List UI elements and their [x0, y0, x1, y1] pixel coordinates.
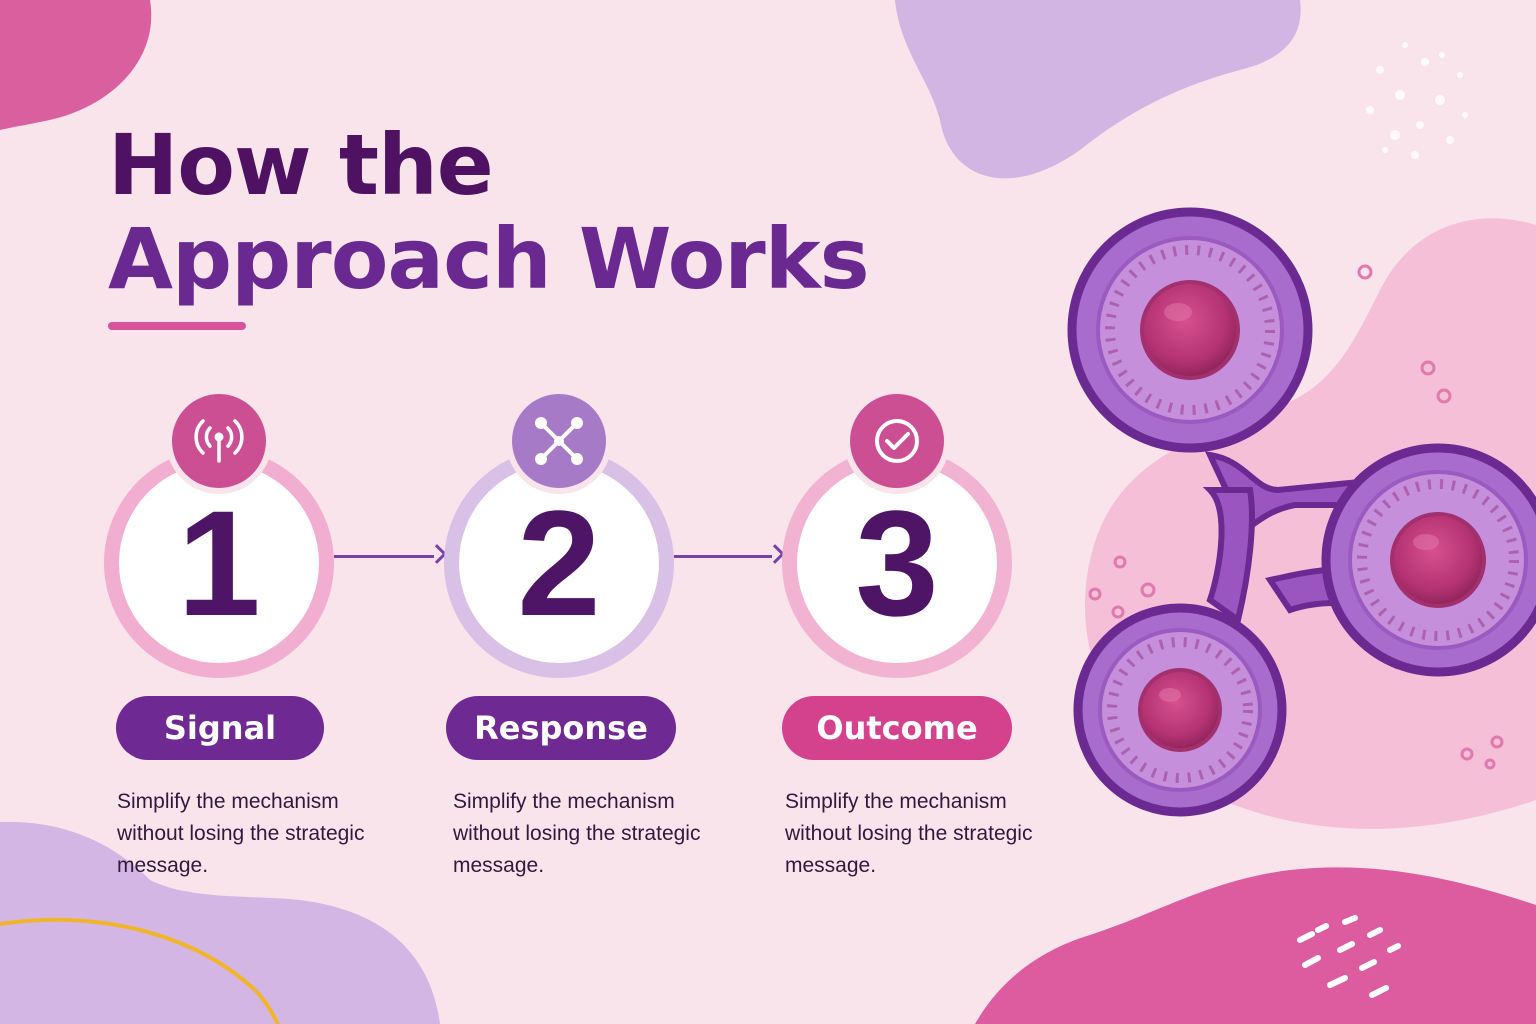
bottom-left-purple-blob [0, 821, 440, 1024]
step-number: 1 [177, 479, 261, 647]
network-nodes-icon [512, 394, 606, 488]
step-response: 2 Response Simplify the mechanism withou… [444, 392, 700, 892]
bottom-right-pink-blob [975, 867, 1536, 1024]
title-line-1: How the [108, 116, 494, 214]
title-underline [108, 322, 246, 330]
step-description: Simplify the mechanism without losing th… [453, 790, 701, 877]
step-label-pill: Response [446, 696, 676, 760]
step-signal: 1 Signal Simplify the mechanism without … [104, 392, 364, 892]
cell-bottom-left [1073, 603, 1287, 817]
signal-broadcast-icon [172, 394, 266, 488]
bottom-right-dashes [1297, 915, 1401, 998]
step-number: 2 [517, 479, 601, 647]
cell-illustration [1067, 207, 1536, 817]
page-title: How the Approach Works [108, 116, 870, 308]
bottom-left-yellow-line [0, 917, 280, 1024]
cell-top-left [1067, 207, 1313, 453]
step-description: Simplify the mechanism without losing th… [785, 790, 1033, 877]
check-circle-icon [850, 394, 944, 488]
step-outcome: 3 Outcome Simplify the mechanism without… [782, 392, 1032, 892]
step-description: Simplify the mechanism without losing th… [117, 790, 365, 877]
top-right-dots [1366, 42, 1468, 159]
title-line-2: Approach Works [108, 210, 870, 308]
right-pink-dots [1088, 264, 1504, 770]
step-label-pill: Signal [116, 696, 324, 760]
step-label-pill: Outcome [782, 696, 1012, 760]
step-number: 3 [855, 479, 939, 647]
cell-right [1321, 443, 1536, 677]
top-left-blob [0, 0, 152, 130]
top-right-blob [895, 0, 1301, 179]
